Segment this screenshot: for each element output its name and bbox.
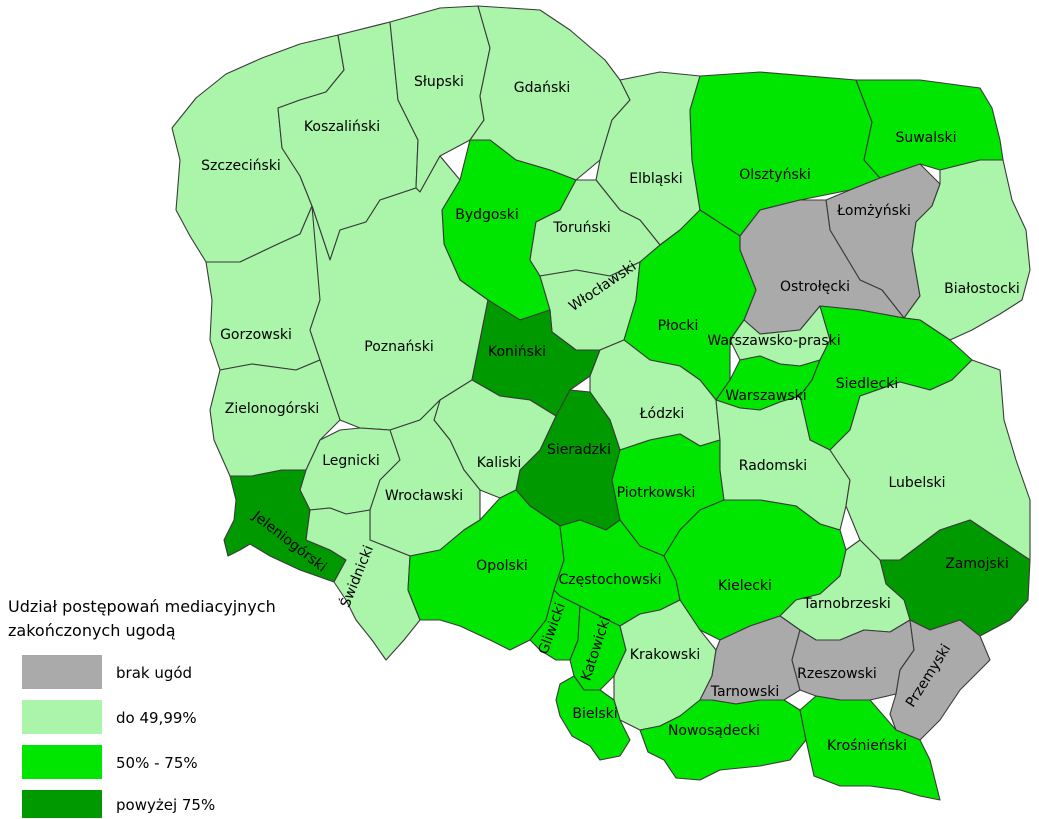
label-wroclawski: Wrocławski [385, 488, 463, 504]
label-kaliski: Kaliski [477, 455, 522, 471]
legend-label-low: do 49,99% [116, 709, 197, 727]
region-labels: Szczeciński Koszaliński Słupski Gdański … [201, 74, 1020, 754]
label-bydgoski: Bydgoski [455, 207, 519, 223]
label-warszawsko-praski: Warszawsko-praski [707, 333, 840, 349]
legend-label-high: powyżej 75% [116, 796, 215, 814]
label-bialostocki: Białostocki [944, 281, 1020, 297]
label-poznanski: Poznański [364, 339, 433, 355]
label-szczecinski: Szczeciński [201, 158, 281, 174]
label-suwalski: Suwalski [896, 130, 957, 146]
label-lubelski: Lubelski [888, 475, 945, 491]
label-gdanski: Gdański [514, 80, 570, 96]
label-lomzynski: Łomżyński [836, 203, 911, 219]
label-koninski: Koniński [488, 344, 546, 360]
region-bielski [555, 675, 631, 761]
label-gorzowski: Gorzowski [220, 327, 292, 343]
label-piotrkowski: Piotrkowski [617, 485, 696, 501]
label-zamojski: Zamojski [945, 556, 1009, 572]
region-bialostocki [903, 159, 1031, 341]
legend-swatch-none [22, 655, 102, 689]
legend-swatch-mid [22, 745, 102, 779]
region-krosnienski [799, 695, 941, 801]
legend-title-line2: zakończonych ugodą [8, 621, 176, 640]
label-radomski: Radomski [739, 458, 807, 474]
label-rzeszowski: Rzeszowski [797, 666, 877, 682]
label-krosnienski: Krośnieński [827, 738, 907, 754]
legend: Udział postępowań mediacyjnych zakończon… [8, 597, 276, 818]
label-tarnowski: Tarnowski [710, 684, 780, 700]
region-przemyski [889, 619, 991, 741]
label-lodzki: Łódzki [639, 406, 685, 422]
label-koszalinski: Koszaliński [304, 119, 380, 135]
legend-label-none: brak ugód [116, 664, 192, 682]
region-swidnicki [305, 507, 421, 661]
label-krakowski: Krakowski [630, 647, 700, 663]
label-siedlecki: Siedlecki [836, 376, 898, 392]
label-ostrolecki: Ostrołęcki [780, 279, 850, 295]
label-opolski: Opolski [476, 558, 528, 574]
label-plocki: Płocki [658, 318, 699, 334]
label-zielonogorski: Zielonogórski [225, 401, 320, 417]
label-olsztynski: Olsztyński [739, 167, 811, 183]
label-torunski: Toruński [552, 220, 611, 236]
legend-swatch-high [22, 790, 102, 818]
label-czestochowski: Częstochowski [559, 572, 662, 588]
label-elblaski: Elbląski [629, 171, 682, 187]
label-slupski: Słupski [414, 74, 464, 90]
legend-swatch-low [22, 700, 102, 734]
label-tarnobrzeski: Tarnobrzeski [802, 596, 891, 612]
label-sieradzki: Sieradzki [547, 442, 611, 458]
regions-layer [171, 5, 1031, 801]
label-bielski: Bielski [572, 706, 617, 722]
label-nowosadecki: Nowosądecki [668, 723, 760, 739]
legend-title-line1: Udział postępowań mediacyjnych [8, 597, 276, 616]
label-legnicki: Legnicki [322, 453, 380, 469]
label-warszawski: Warszawski [725, 388, 806, 404]
legend-label-mid: 50% - 75% [116, 754, 198, 772]
label-kielecki: Kielecki [718, 578, 772, 594]
